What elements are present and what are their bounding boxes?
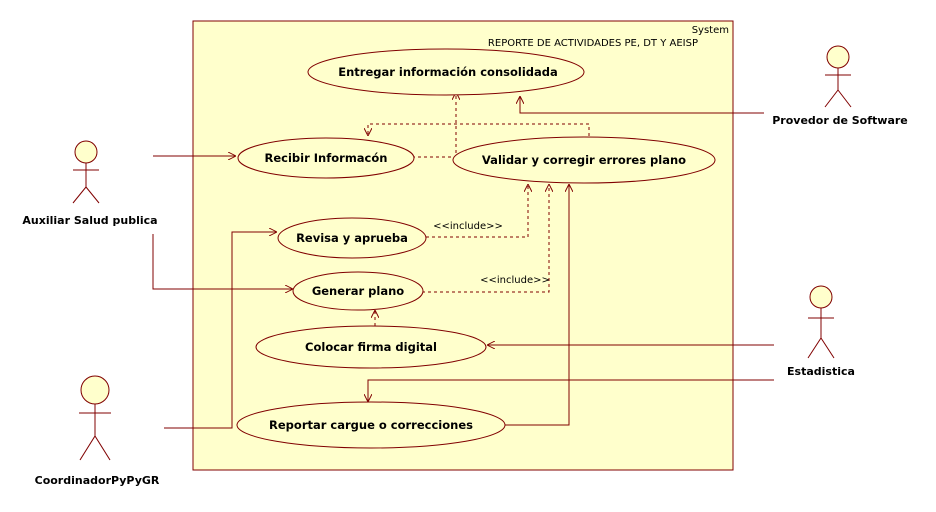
actor-estadistica[interactable] (807, 285, 835, 359)
usecase-generar[interactable]: Generar plano (292, 271, 424, 311)
assoc-reportar-validar[interactable] (505, 184, 569, 426)
relations (152, 92, 774, 429)
actor-proveedor[interactable] (824, 45, 852, 108)
assoc-proveedor-entregar[interactable] (520, 96, 764, 114)
actor-coordinador[interactable] (79, 375, 111, 461)
usecase-colocar[interactable]: Colocar firma digital (255, 325, 487, 369)
actor-estadistica-label: Estadistica (787, 365, 855, 378)
actor-coordinador-head-icon (80, 375, 110, 405)
usecase-recibir[interactable]: Recibir Informacón (237, 137, 415, 179)
include-label-1: <<include>> (433, 221, 503, 232)
actor-auxiliar-head-icon (74, 140, 98, 164)
actor-auxiliar-label: Auxiliar Salud publica (22, 214, 157, 227)
dep-revisa-validar[interactable] (426, 184, 528, 238)
usecase-revisa[interactable]: Revisa y aprueba (277, 217, 427, 259)
usecase-colocar-label: Colocar firma digital (305, 340, 437, 354)
actor-proveedor-head-icon (826, 45, 850, 69)
actor-estadistica-head-icon (809, 285, 833, 309)
usecase-recibir-label: Recibir Informacón (265, 151, 388, 165)
usecase-entregar-label: Entregar información consolidada (338, 65, 558, 79)
usecase-reportar-label: Reportar cargue o correcciones (269, 418, 473, 432)
actor-proveedor-label: Provedor de Software (772, 114, 908, 127)
assoc-estadistica-reportar[interactable] (368, 379, 774, 402)
usecase-entregar[interactable]: Entregar información consolidada (307, 48, 585, 96)
usecase-validar[interactable]: Validar y corregir errores plano (452, 136, 716, 184)
system-tag: System (692, 25, 729, 36)
usecase-generar-label: Generar plano (312, 284, 404, 298)
dep-generar-validar[interactable] (422, 184, 549, 293)
usecase-validar-label: Validar y corregir errores plano (482, 153, 686, 167)
assoc-coordinador-revisa[interactable] (164, 232, 277, 429)
include-label-2: <<include>> (480, 275, 550, 286)
dep-validar-recibir[interactable] (368, 123, 590, 136)
assoc-auxiliar-generar[interactable] (152, 234, 293, 289)
usecase-reportar[interactable]: Reportar cargue o correcciones (236, 401, 506, 449)
usecase-revisa-label: Revisa y aprueba (296, 231, 408, 245)
system-title: REPORTE DE ACTIVIDADES PE, DT Y AEISP (488, 38, 698, 49)
actor-auxiliar[interactable] (72, 140, 100, 204)
actor-coordinador-label: CoordinadorPyPyGR (35, 474, 160, 487)
